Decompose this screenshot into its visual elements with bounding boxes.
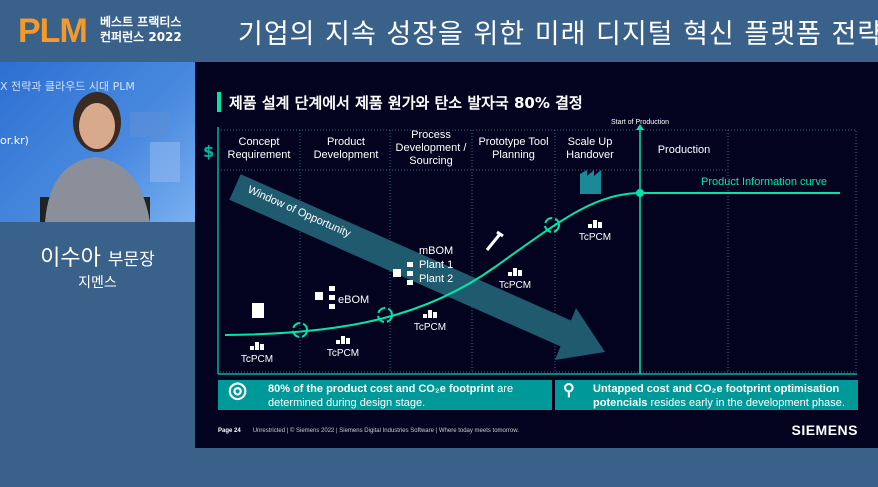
- info-right-bold: Untapped cost and CO₂e footprint optimis…: [593, 383, 840, 409]
- tcpcm-label: TcPCM: [499, 280, 531, 291]
- tcpcm-marker: TcPCM: [241, 342, 273, 365]
- bar-chart-icon: [346, 338, 350, 344]
- bar-chart-icon: [428, 310, 432, 318]
- page-number: Page 24: [218, 428, 241, 434]
- tcpcm-label: TcPCM: [241, 354, 273, 365]
- plm-logo: PLM: [18, 12, 88, 50]
- plant2-label: Plant 2: [419, 273, 453, 285]
- info-right-text: resides early in the development phase.: [647, 397, 845, 409]
- plant1-label: Plant 1: [419, 259, 453, 271]
- speaker-company: 지멘스: [78, 275, 117, 291]
- siemens-logo: SIEMENS: [791, 422, 858, 438]
- product-lifecycle-diagram: 제품 설계 단계에서 제품 원가와 탄소 발자국 80% 결정 $ Start …: [203, 92, 857, 375]
- document-icon: [252, 303, 264, 318]
- bar-chart-icon: [508, 272, 512, 276]
- subtitle-line-1: 베스트 프랙티스: [100, 15, 182, 29]
- magnifier-chart-icon: ⚲: [563, 382, 575, 399]
- footer-text: Unrestricted | © Siemens 2022 | Siemens …: [252, 428, 519, 434]
- window-arrowhead: [555, 308, 605, 360]
- speaker-position: 부문장: [107, 250, 155, 270]
- slide-footer: Page 24 Unrestricted | © Siemens 2022 | S…: [218, 428, 519, 434]
- curve-label: Product Information curve: [701, 176, 827, 188]
- target-icon: ◎: [228, 377, 248, 402]
- phase-production: Production: [657, 144, 711, 156]
- mbom-label: mBOM: [419, 245, 453, 257]
- currency-symbol: $: [203, 142, 214, 161]
- subtitle-line-2: 컨퍼런스 2022: [100, 30, 182, 44]
- phase-scale-up-handover: Scale Up Handover: [566, 136, 614, 161]
- sop-point: [636, 189, 644, 197]
- title-accent-bar: [217, 92, 221, 112]
- speaker-name: 이수아 부문장: [0, 240, 195, 272]
- speaker-name-text: 이수아: [40, 246, 101, 271]
- bar-chart-icon: [250, 346, 254, 350]
- tcpcm-marker: TcPCM: [327, 336, 359, 359]
- video-background-text-2: or.kr): [0, 134, 29, 147]
- tcpcm-label: TcPCM: [327, 348, 359, 359]
- factory-icon: [580, 170, 601, 194]
- slide-title: 제품 설계 단계에서 제품 원가와 탄소 발자국 80% 결정: [229, 94, 583, 112]
- bar-chart-icon: [260, 344, 264, 350]
- ebom-label: eBOM: [338, 294, 369, 306]
- mbom-tree-icon: [393, 262, 413, 285]
- speaker-figure: [40, 92, 180, 222]
- wrench-icon: [485, 230, 504, 251]
- info-left-bold: 80% of the product cost and CO₂e footpri…: [268, 383, 495, 395]
- tcpcm-marker: TcPCM: [579, 220, 611, 243]
- bar-chart-icon: [588, 224, 592, 228]
- conference-subtitle: 베스트 프랙티스 컨퍼런스 2022: [100, 15, 182, 45]
- bar-chart-icon: [336, 340, 340, 344]
- bar-chart-icon: [341, 336, 345, 344]
- bar-chart-icon: [513, 268, 517, 276]
- tcpcm-marker: TcPCM: [499, 268, 531, 291]
- phase-process-development: Process Development / Sourcing: [395, 129, 467, 167]
- bar-chart-icon: [518, 270, 522, 276]
- presentation-slide: 제품 설계 단계에서 제품 원가와 탄소 발자국 80% 결정 $ Start …: [195, 62, 878, 448]
- cycle-icon: [292, 322, 308, 338]
- cycle-icon: [377, 307, 393, 323]
- info-left-text: are determined during design stage.: [268, 383, 514, 409]
- info-box-untapped-potential: ⚲ Untapped cost and CO₂e footprint optim…: [555, 380, 858, 410]
- phase-prototype-tool-planning: Prototype Tool Planning: [478, 136, 549, 161]
- phase-concept-requirement: Concept Requirement: [227, 136, 291, 161]
- product-information-curve: [224, 192, 840, 336]
- session-title: 기업의 지속 성장을 위한 미래 디지털 혁신 플랫폼 전략: [238, 19, 878, 50]
- start-of-production-label: Start of Production: [611, 119, 669, 126]
- ebom-tree-icon: [315, 286, 335, 309]
- tcpcm-marker: TcPCM: [414, 310, 446, 333]
- tcpcm-label: TcPCM: [414, 322, 446, 333]
- video-background-text: X 전략과 클라우드 시대 PLM: [0, 80, 135, 93]
- tcpcm-label: TcPCM: [579, 232, 611, 243]
- bar-chart-icon: [598, 222, 602, 228]
- bar-chart-icon: [593, 220, 597, 228]
- speaker-video: X 전략과 클라우드 시대 PLM or.kr): [0, 62, 195, 222]
- cycle-icon: [544, 217, 560, 233]
- bar-chart-icon: [433, 312, 437, 318]
- window-of-opportunity-arrow: [229, 174, 573, 347]
- bar-chart-icon: [255, 342, 259, 350]
- conference-banner: PLM 베스트 프랙티스 컨퍼런스 2022 기업의 지속 성장을 위한 미래 …: [0, 0, 878, 62]
- bar-chart-icon: [423, 314, 427, 318]
- info-box-design-stage: ◎ 80% of the product cost and CO₂e footp…: [218, 377, 552, 410]
- phase-product-development: Product Development: [313, 136, 379, 161]
- sop-arrowhead: [636, 124, 644, 130]
